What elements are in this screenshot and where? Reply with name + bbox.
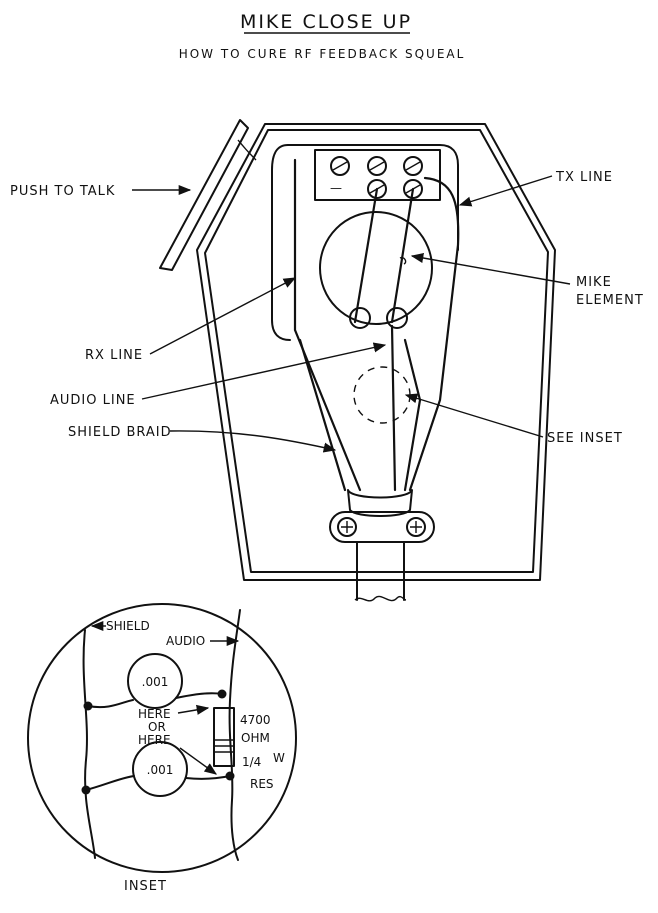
inset-audio-wire: [228, 609, 241, 861]
inset-circle: [27, 603, 297, 873]
push-to-talk-lever: [159, 119, 249, 271]
resistor-wattage: 1/4: [242, 755, 261, 769]
arrow-audio-line: [141, 342, 387, 400]
inset-caption: INSET: [124, 879, 167, 894]
inset-arrow-here-2: [179, 747, 218, 775]
inset-shield-wire: [82, 629, 96, 859]
wire-audio-line: [390, 324, 397, 492]
label-shield-braid: SHIELD BRAID: [68, 425, 172, 440]
clamp-screws: [337, 517, 426, 537]
label-audio-line: AUDIO LINE: [50, 393, 136, 408]
switch-symbol: —: [330, 181, 342, 195]
resistor-unit: OHM: [241, 731, 270, 745]
solder-point-1: [83, 701, 93, 711]
label-push-to-talk: PUSH TO TALK: [10, 184, 115, 199]
cable-grommet: [347, 489, 413, 517]
inset-label-here-2: HERE: [138, 733, 171, 747]
resistor: [213, 707, 235, 767]
arrow-rx-line: [149, 277, 297, 355]
arrow-see-inset: [404, 393, 544, 438]
solder-point-3: [81, 785, 91, 795]
cable: [356, 541, 405, 601]
arrow-tx-line: [458, 175, 553, 207]
capacitor-top: [127, 653, 183, 709]
mike-body-inner: [204, 129, 549, 573]
label-mike: MIKE: [576, 275, 612, 290]
label-see-inset: SEE INSET: [547, 431, 623, 446]
inset-label-shield: SHIELD: [106, 619, 150, 633]
capacitor-bottom: [132, 741, 188, 797]
label-rx-line: RX LINE: [85, 348, 143, 363]
lever-spring: [237, 139, 257, 161]
wire-shield-braid: [298, 338, 347, 492]
cap-top-lead-left: [87, 699, 134, 709]
resistor-value: 4700: [240, 713, 271, 727]
resistor-bands: [214, 739, 234, 753]
element-terminal-left: [349, 307, 371, 329]
element-terminal-right: [386, 307, 408, 329]
inset-label-here-1: HERE: [138, 707, 171, 721]
label-tx-line: TX LINE: [555, 170, 613, 185]
wire-tx-line: [408, 176, 460, 492]
solder-point-4: [225, 771, 235, 781]
arrow-shield-braid: [169, 430, 337, 453]
element-mark: [399, 256, 407, 265]
cap-bottom-lead-right: [185, 775, 231, 780]
inset-label-audio: AUDIO: [166, 634, 205, 648]
diagram-title: MIKE CLOSE UP: [240, 11, 412, 33]
arrow-mike-element: [410, 253, 571, 285]
wire-audio-upper: [353, 187, 379, 324]
wire-element: [390, 187, 415, 324]
cap-bottom-lead-left: [85, 775, 135, 791]
cap-top-lead-right: [175, 692, 223, 699]
resistor-type: RES: [250, 777, 274, 791]
mike-element: [319, 211, 433, 325]
solder-point-2: [217, 689, 227, 699]
terminal-block: [314, 149, 441, 201]
mike-body-outer: [196, 123, 556, 581]
terminal-screws: [330, 156, 423, 199]
diagram-subtitle: HOW TO CURE RF FEEDBACK SQUEAL: [179, 47, 466, 61]
chassis-top: [287, 144, 459, 251]
inset-marker: [353, 366, 411, 424]
chassis-left: [271, 144, 291, 341]
label-element: ELEMENT: [576, 293, 644, 308]
capacitor-top-value: .001: [142, 675, 169, 689]
resistor-w: W: [273, 751, 285, 765]
inset-arrow-here-1: [177, 704, 210, 715]
wire-rx-line: [293, 158, 362, 492]
capacitor-bottom-value: .001: [147, 763, 174, 777]
inset-label-or: OR: [148, 720, 166, 734]
cable-clamp: [329, 511, 435, 543]
cable-break: [354, 595, 407, 602]
